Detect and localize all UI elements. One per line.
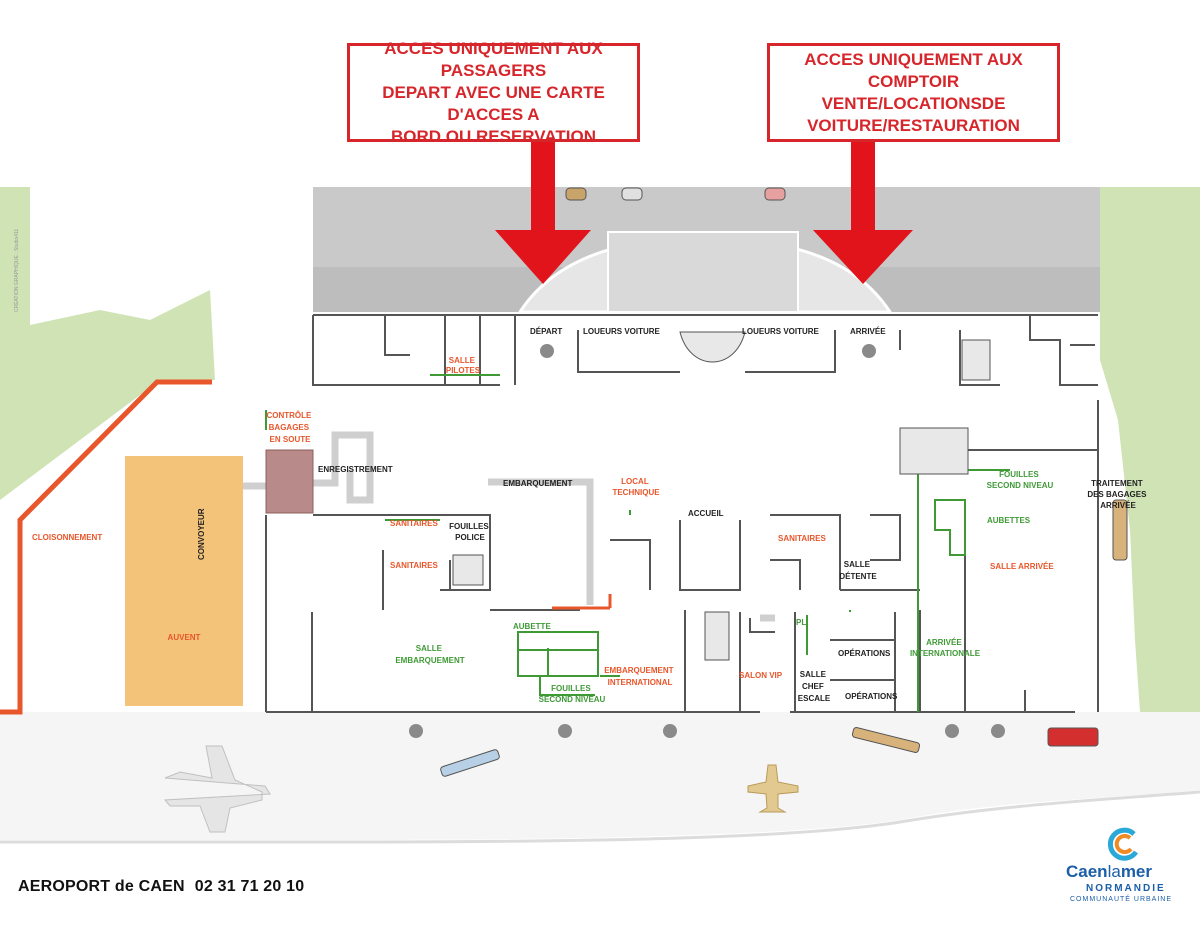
terminal-walls xyxy=(265,314,1099,713)
label-sanitaires-3: SANITAIRES xyxy=(778,534,827,543)
canopy-core xyxy=(607,231,799,313)
design-credit: CRÉATION GRAPHIQUE : Studio411 xyxy=(14,228,20,312)
airport-phone: 02 31 71 20 10 xyxy=(194,878,305,895)
car-2 xyxy=(621,187,643,201)
label-pl: PL xyxy=(796,618,806,627)
label-depart: DÉPART xyxy=(530,327,562,336)
propeller-plane-icon xyxy=(747,764,799,813)
airport-contact: AEROPORT de CAEN 02 31 71 20 10 xyxy=(18,878,304,896)
label-embarquement-international: EMBARQUEMENT INTERNATIONAL xyxy=(604,666,676,687)
cloisonnement-line xyxy=(0,379,212,715)
callout-departure-line-3: BORD OU RESERVATION xyxy=(391,126,596,146)
label-convoyeur: CONVOYEUR xyxy=(197,508,206,560)
label-fouilles-second-niveau-1: FOUILLES SECOND NIVEAU xyxy=(987,470,1054,490)
label-salle-embarquement: SALLE EMBARQUEMENT xyxy=(395,644,464,665)
label-loueurs-1: LOUEURS VOITURE xyxy=(583,327,661,336)
label-operations-2: OPÉRATIONS xyxy=(845,692,898,701)
airliner-icon xyxy=(163,745,271,833)
label-controle-bagages: CONTRÔLE BAGAGES EN SOUTE xyxy=(266,411,313,444)
label-salle-chef-escale: SALLE CHEF ESCALE xyxy=(798,670,831,703)
logo-ring-icon xyxy=(1107,827,1139,861)
label-salle-detente: SALLE DÉTENTE xyxy=(839,560,877,581)
label-fouilles-police: FOUILLES POLICE xyxy=(449,522,491,542)
label-embarquement: EMBARQUEMENT xyxy=(503,479,572,488)
ground-vehicles xyxy=(440,499,1128,777)
door-markers xyxy=(409,344,1005,738)
label-cloisonnement: CLOISONNEMENT xyxy=(32,533,102,542)
logo-communaute: COMMUNAUTÉ URBAINE xyxy=(1070,896,1173,903)
label-enregistrement: ENREGISTREMENT xyxy=(318,465,393,474)
auvent-area xyxy=(125,456,243,706)
car-3 xyxy=(764,187,786,201)
callout-departure-line-1: ACCES UNIQUEMENT AUX PASSAGERS xyxy=(384,38,603,80)
label-operations-1: OPÉRATIONS xyxy=(838,649,891,658)
logo-brand: Caenlamer xyxy=(1066,862,1152,881)
label-accueil: ACCUEIL xyxy=(688,509,724,518)
arrow-arrivee-icon xyxy=(813,142,913,284)
label-salle-arrivee: SALLE ARRIVÉE xyxy=(990,562,1054,571)
callout-arrival-line-1: ACCES UNIQUEMENT AUX COMPTOIR xyxy=(804,49,1023,91)
label-local-technique: LOCAL TECHNIQUE xyxy=(612,477,660,497)
label-aubette: AUBETTE xyxy=(513,622,551,631)
car-1 xyxy=(565,187,587,201)
label-arrivee: ARRIVÉE xyxy=(850,327,886,336)
bagages-zone xyxy=(265,449,314,514)
grass-left xyxy=(0,187,215,500)
callout-arrival-line-2: VENTE/LOCATIONSDE xyxy=(821,93,1006,113)
arrow-depart-icon xyxy=(495,142,591,284)
airport-name: AEROPORT de CAEN xyxy=(18,878,185,895)
label-sanitaires-1: SANITAIRES xyxy=(390,519,439,528)
label-traitement-bagages: TRAITEMENT DES BAGAGES ARRIVÉE xyxy=(1087,479,1148,510)
stairs xyxy=(452,331,991,661)
label-arrivee-internationale: ARRIVÉE INTERNATIONALE xyxy=(910,638,981,658)
callout-departure-access: ACCES UNIQUEMENT AUX PASSAGERS DEPART AV… xyxy=(347,39,640,146)
label-sanitaires-2: SANITAIRES xyxy=(390,561,439,570)
label-loueurs-2: LOUEURS VOITURE xyxy=(742,327,820,336)
apron-edge xyxy=(0,790,1200,844)
callout-arrival-line-3: VOITURE/RESTAURATION xyxy=(807,115,1020,135)
label-salon-vip: SALON VIP xyxy=(739,671,783,680)
callout-departure-line-2: DEPART AVEC UNE CARTE D'ACCES A xyxy=(382,82,605,124)
label-aubettes: AUBETTES xyxy=(987,516,1031,525)
logo-normandie: NORMANDIE xyxy=(1086,883,1166,894)
label-fouilles-second-niveau-2: FOUILLES SECOND NIVEAU xyxy=(539,684,606,704)
label-salle-pilotes: SALLE PILOTES xyxy=(446,356,481,375)
callout-arrival-access: ACCES UNIQUEMENT AUX COMPTOIR VENTE/LOCA… xyxy=(767,43,1060,142)
caen-la-mer-logo: Caenlamer NORMANDIE COMMUNAUTÉ URBAINE xyxy=(1066,826,1186,906)
label-auvent: AUVENT xyxy=(168,633,201,642)
partitions-green xyxy=(265,374,1010,712)
grass-right xyxy=(1100,187,1200,712)
